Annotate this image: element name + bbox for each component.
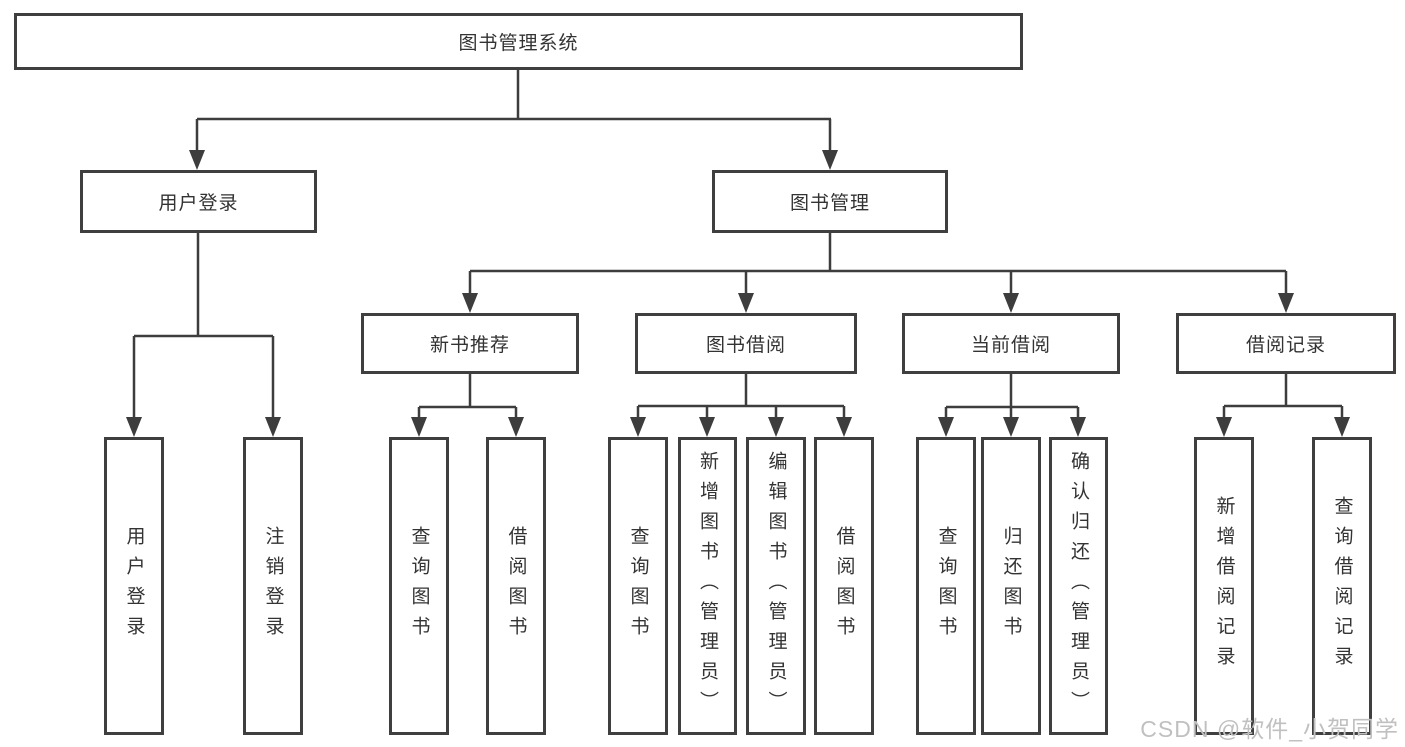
leaf-label: 注销登录 (262, 526, 284, 646)
leaf-label: 归还图书 (1000, 526, 1022, 646)
node-borrowing-records: 借阅记录 (1176, 313, 1396, 374)
leaf-label: 新增借阅记录 (1213, 496, 1235, 676)
leaf-label: 新增图书（管理员） (697, 451, 718, 721)
connector-book-mgmt-to-level3 (462, 233, 1294, 313)
leaf-return-books: 归还图书 (981, 437, 1041, 735)
connector-borrow-records-to-leaves (1216, 374, 1350, 437)
leaf-add-borrow-record: 新增借阅记录 (1194, 437, 1254, 735)
leaf-label: 用户登录 (123, 526, 145, 646)
leaf-query-books-recommend: 查询图书 (389, 437, 449, 735)
node-label: 图书管理 (789, 193, 870, 214)
node-user-login: 用户登录 (80, 170, 317, 233)
leaf-label: 查询图书 (627, 526, 649, 646)
connector-current-borrow-to-leaves (938, 374, 1086, 437)
leaf-label: 编辑图书（管理员） (765, 451, 787, 721)
leaf-user-login: 用户登录 (104, 437, 164, 735)
leaf-borrow-books-recommend: 借阅图书 (486, 437, 546, 735)
node-book-borrowing: 图书借阅 (635, 313, 857, 374)
leaf-label: 查询图书 (935, 526, 957, 646)
connector-new-book-rec-to-leaves (411, 374, 524, 437)
leaf-logout: 注销登录 (243, 437, 303, 735)
node-label: 图书借阅 (705, 335, 786, 356)
leaf-edit-books-admin: 编辑图书（管理员） (746, 437, 806, 735)
node-label: 借阅记录 (1245, 335, 1326, 356)
leaf-label: 借阅图书 (833, 526, 855, 646)
node-new-book-recommendation: 新书推荐 (361, 313, 579, 374)
leaf-label: 借阅图书 (505, 526, 527, 646)
connector-book-borrow-to-leaves (630, 374, 852, 437)
node-library-management-system: 图书管理系统 (14, 13, 1023, 70)
connector-user-login-to-leaves (126, 233, 281, 437)
node-label: 当前借阅 (970, 335, 1051, 356)
leaf-add-books-admin: 新增图书（管理员） (678, 437, 737, 735)
node-label: 图书管理系统 (458, 33, 579, 54)
node-current-borrowing: 当前借阅 (902, 313, 1120, 374)
connector-root-to-level2 (189, 70, 838, 170)
node-label: 用户登录 (158, 193, 239, 214)
leaf-confirm-return-admin: 确认归还（管理员） (1049, 437, 1108, 735)
leaf-query-books-borrowing: 查询图书 (608, 437, 668, 735)
node-book-management: 图书管理 (712, 170, 948, 233)
node-label: 新书推荐 (429, 335, 510, 356)
leaf-borrow-books-borrowing: 借阅图书 (814, 437, 874, 735)
leaf-label: 确认归还（管理员） (1068, 451, 1089, 721)
leaf-label: 查询借阅记录 (1331, 496, 1353, 676)
leaf-query-borrow-record: 查询借阅记录 (1312, 437, 1372, 735)
csdn-watermark: CSDN @软件_小贺同学 (1140, 716, 1399, 742)
leaf-query-books-current: 查询图书 (916, 437, 976, 735)
leaf-label: 查询图书 (408, 526, 430, 646)
